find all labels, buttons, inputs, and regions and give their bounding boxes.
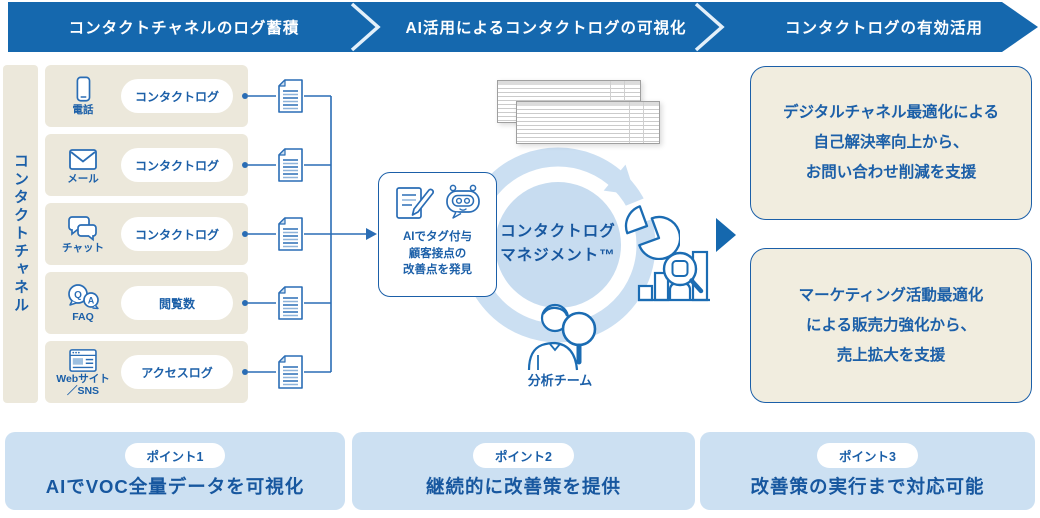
ai-analysis-box: AIでタグ付与 顧客接点の 改善点を発見 <box>378 172 497 297</box>
channel-row-website: Webサイト ／SNS アクセスログ <box>45 341 248 403</box>
cycle-inner-circle <box>495 182 621 308</box>
log-pill-website: アクセスログ <box>121 355 233 389</box>
cycle-title: コンタクトログ マネジメント™ <box>478 220 638 268</box>
channel-row-chat: チャット コンタクトログ <box>45 203 248 265</box>
website-icon <box>69 348 97 372</box>
ai-box-line1: AIでタグ付与 <box>403 231 472 243</box>
banner-chevron-separator-2 <box>694 2 725 52</box>
channel-phone: 電話 <box>45 76 121 116</box>
document-icon <box>278 148 303 182</box>
document-icon <box>278 79 303 113</box>
document-icon <box>278 217 303 251</box>
channel-faq: Q A FAQ <box>45 283 121 323</box>
ai-box-line2: 顧客接点の <box>408 247 467 260</box>
channel-website: Webサイト ／SNS <box>45 348 121 397</box>
contact-channel-vertical-label: コンタクトチャネル <box>12 153 29 315</box>
point-1-title: AIでVOC全量データを可視化 <box>45 476 305 497</box>
connector-lines <box>248 95 367 373</box>
channel-chat: チャット <box>45 214 121 254</box>
svg-text:Q: Q <box>74 290 82 301</box>
point-2-badge: ポイント2 <box>473 443 574 468</box>
analyst-team-label: 分析チーム <box>527 373 593 388</box>
chart-person-magnifier-icon <box>637 250 710 302</box>
point-box-3: ポイント3 改善策の実行まで対応可能 <box>700 432 1035 510</box>
arrowhead-to-ai <box>366 228 377 240</box>
log-pill-phone: コンタクトログ <box>121 79 233 113</box>
connector-dots <box>242 93 248 375</box>
pie-chart-icon <box>624 205 680 260</box>
point-1-badge: ポイント1 <box>124 443 226 468</box>
cycle-title-line1: コンタクトログ <box>500 223 616 240</box>
chat-icon <box>68 216 97 242</box>
point-box-1: ポイント1 AIでVOC全量データを可視化 <box>5 432 345 510</box>
phone-icon <box>76 76 91 102</box>
log-pill-chat: コンタクトログ <box>121 217 233 251</box>
document-pen-icon <box>395 187 434 219</box>
channel-row-faq: Q A FAQ 閲覧数 <box>45 272 248 334</box>
banner-step-2: AI活用によるコンタクトログの可視化 <box>405 20 687 37</box>
outcome-box-marketing: マーケティング活動最適化 による販売力強化から、 売上拡大を支援 <box>750 248 1032 403</box>
point-box-2: ポイント2 継続的に改善策を提供 <box>352 432 695 510</box>
point-3-title: 改善策の実行まで対応可能 <box>750 476 985 497</box>
banner-chevron-separator-1 <box>350 2 381 52</box>
channel-row-phone: 電話 コンタクトログ <box>45 65 248 127</box>
cycle-arrowhead <box>603 164 636 195</box>
log-table-screenshot-2 <box>516 101 660 144</box>
flow-pointer-triangle <box>716 218 736 252</box>
analyst-person-icon <box>527 303 597 371</box>
mail-icon <box>69 149 97 170</box>
banner-arrow-shape <box>8 2 1038 52</box>
ai-box-line3: 改善点を発見 <box>403 264 472 276</box>
cycle-title-line2: マネジメント™ <box>500 247 616 264</box>
document-icon <box>278 355 303 389</box>
channel-mail: メール <box>45 145 121 185</box>
contact-channel-strip: コンタクトチャネル <box>3 65 38 403</box>
log-pill-faq: 閲覧数 <box>121 286 233 320</box>
point-2-title: 継続的に改善策を提供 <box>425 476 621 497</box>
ai-robot-icon <box>445 184 480 219</box>
channel-row-mail: メール コンタクトログ <box>45 134 248 196</box>
banner-step-1: コンタクトチャネルのログ蓄積 <box>68 20 300 37</box>
outcome-box-digital: デジタルチャネル最適化による 自己解決率向上から、 お問い合わせ削減を支援 <box>750 66 1032 220</box>
banner-step-3: コンタクトログの有効活用 <box>784 20 983 37</box>
faq-icon: Q A <box>68 284 99 310</box>
point-3-badge: ポイント3 <box>817 443 918 468</box>
document-icon <box>278 286 303 320</box>
process-banner-band <box>8 2 1038 52</box>
svg-text:A: A <box>88 296 95 306</box>
log-pill-mail: コンタクトログ <box>121 148 233 182</box>
